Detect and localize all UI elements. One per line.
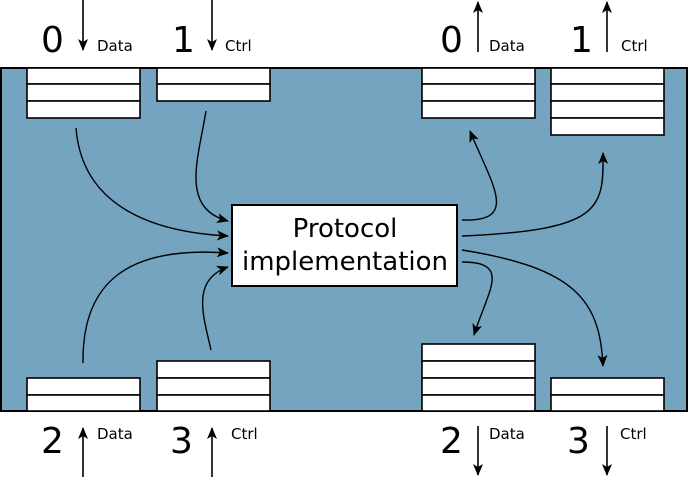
flow-arrow-data2-out bbox=[461, 261, 493, 336]
port-number: 0 bbox=[41, 20, 64, 61]
flow-arrow-ctrl1-in bbox=[195, 110, 229, 223]
flow-arrow-ctrl3-out bbox=[461, 249, 608, 367]
port-label: Data bbox=[489, 37, 525, 55]
port-number: 0 bbox=[440, 20, 463, 61]
flow-arrow-ctrl3-in bbox=[201, 265, 229, 351]
queue-buffer-bottom-data-in bbox=[26, 377, 141, 412]
flow-arrow-data0-in bbox=[75, 127, 229, 241]
queue-buffer-top-ctrl-out bbox=[550, 67, 665, 136]
protocol-box-line1: Protocol bbox=[293, 214, 398, 244]
port-label: Data bbox=[97, 425, 133, 443]
queue-buffer-bottom-data-out bbox=[421, 343, 536, 412]
flow-arrow-ctrl1-out bbox=[461, 152, 609, 237]
flow-arrow-data2-in bbox=[82, 247, 229, 364]
queue-buffer-top-ctrl-in bbox=[156, 67, 271, 102]
protocol-implementation-box bbox=[231, 204, 458, 287]
queue-buffer-bottom-ctrl-in bbox=[156, 360, 271, 412]
port-number: 2 bbox=[41, 421, 64, 462]
port-number: 1 bbox=[570, 20, 593, 61]
port-label: Ctrl bbox=[620, 425, 647, 443]
port-number: 1 bbox=[172, 20, 195, 61]
queue-buffer-top-data-out bbox=[421, 67, 536, 119]
port-label: Ctrl bbox=[621, 37, 648, 55]
queue-buffer-top-data-in bbox=[26, 67, 141, 119]
protocol-box-line2: implementation bbox=[242, 247, 448, 277]
port-label: Data bbox=[97, 37, 133, 55]
port-number: 2 bbox=[440, 421, 463, 462]
port-number: 3 bbox=[170, 421, 193, 462]
queue-buffer-bottom-ctrl-out bbox=[550, 377, 665, 412]
port-label: Ctrl bbox=[225, 37, 252, 55]
port-number: 3 bbox=[567, 421, 590, 462]
flow-arrow-data0-out bbox=[461, 130, 498, 221]
port-label: Ctrl bbox=[231, 425, 258, 443]
port-label: Data bbox=[489, 425, 525, 443]
